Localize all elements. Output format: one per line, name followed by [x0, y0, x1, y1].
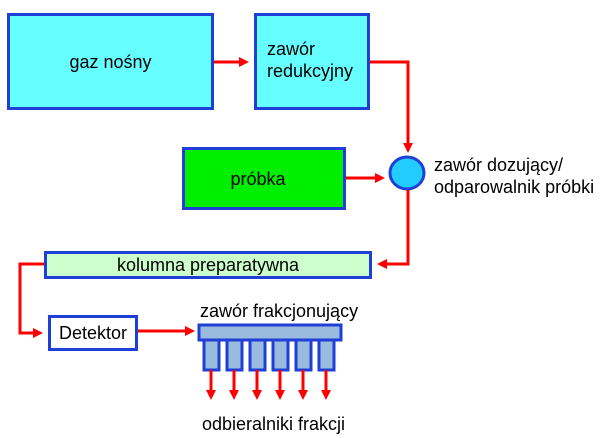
fraction-outlet	[294, 338, 313, 372]
carrier-gas-label: gaz nośny	[69, 51, 152, 72]
reducing-valve-label-line1: zawór	[267, 39, 316, 59]
column-box: kolumna preparatywna	[44, 251, 372, 279]
arrow-down-icon	[370, 60, 413, 153]
fraction-outlet	[202, 338, 221, 372]
fraction-outlet	[317, 338, 336, 372]
reducing-valve-label-line2: redukcyjny	[267, 61, 354, 81]
fraction-collectors-label: odbieralniki frakcji	[202, 414, 346, 434]
sample-box: próbka	[182, 147, 346, 210]
reducing-valve-box: zawór redukcyjny	[254, 13, 370, 110]
collector-arrows	[206, 370, 331, 400]
fraction-outlet	[271, 338, 290, 372]
detector-label: Detektor	[58, 323, 128, 343]
fraction-valve-manifold	[197, 323, 343, 342]
fraction-outlet	[225, 338, 244, 372]
arrow-left-icon	[18, 262, 44, 338]
dosing-valve-label-line1: zawór dozujący/	[434, 155, 564, 175]
column-label: kolumna preparatywna	[116, 255, 300, 275]
sample-label: próbka	[230, 168, 286, 189]
fraction-valve-label: zawór frakcjonujący	[200, 301, 359, 321]
fraction-outlet	[248, 338, 267, 372]
dosing-valve-icon	[388, 155, 426, 191]
detector-box: Detektor	[48, 315, 138, 351]
carrier-gas-box: gaz nośny	[7, 13, 214, 110]
dosing-valve-label-line2: odparowalnik próbki	[434, 177, 595, 197]
arrow-left-icon	[377, 190, 410, 269]
fraction-outlets	[202, 338, 336, 372]
